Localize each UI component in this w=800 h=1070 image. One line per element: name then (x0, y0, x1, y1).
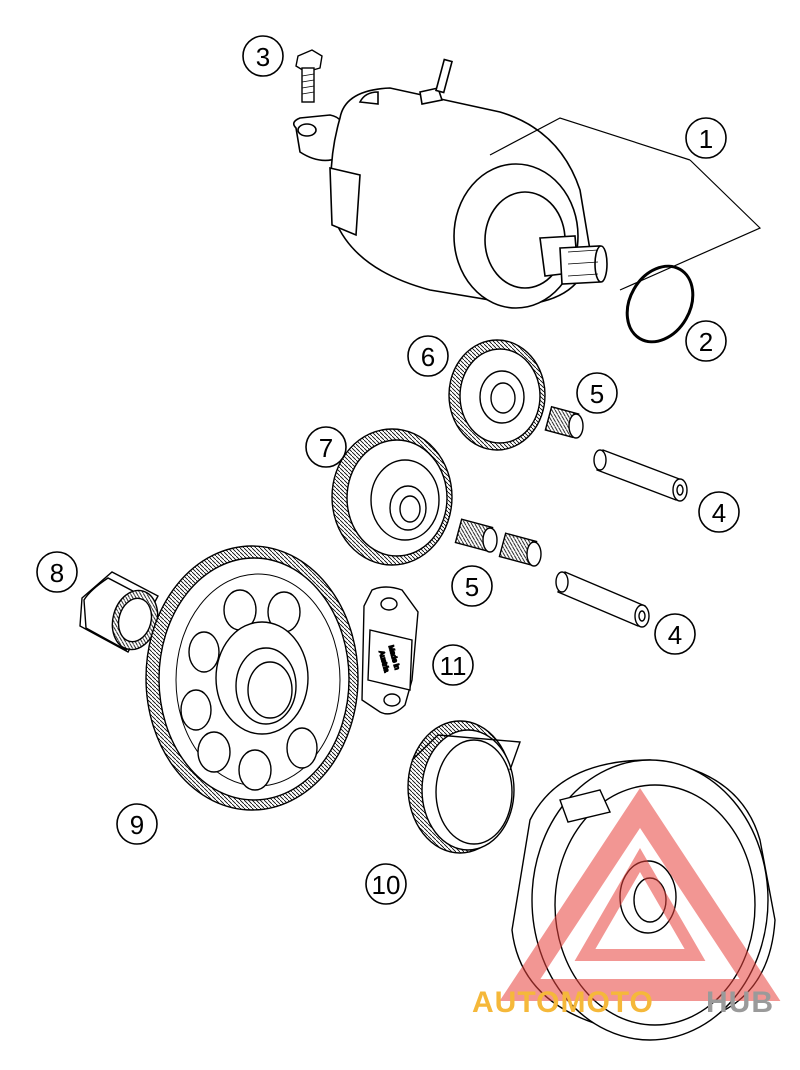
gear-shaft-upper (593, 449, 688, 502)
callout-2: 2 (685, 320, 727, 362)
triangle-logo-icon (499, 788, 781, 1001)
svg-text:6: 6 (421, 342, 435, 372)
callout-10: 10 (365, 863, 407, 905)
bolt (295, 49, 323, 103)
leader-line-1 (489, 117, 691, 161)
watermark-part2: HUB (706, 986, 774, 1019)
intermediate-gear-large (331, 428, 453, 566)
svg-text:9: 9 (130, 810, 144, 840)
svg-text:4: 4 (712, 498, 726, 528)
callout-5-lower: 5 (451, 565, 493, 607)
callout-4-lower: 4 (654, 613, 696, 655)
svg-text:4: 4 (668, 620, 682, 650)
freewheel (407, 720, 521, 854)
svg-text:7: 7 (319, 433, 333, 463)
needle-bearing-upper (544, 405, 584, 439)
callout-4-upper: 4 (698, 491, 740, 533)
callout-7: 7 (305, 426, 347, 468)
svg-text:1: 1 (699, 124, 713, 154)
leader-line-1b (619, 159, 762, 291)
retaining-clamp: Made in Austria (361, 586, 419, 715)
intermediate-gear-small (448, 339, 546, 451)
watermark-logo (499, 788, 781, 1001)
callout-1: 1 (685, 117, 727, 159)
watermark-text: AUTOMOTO HUB (472, 986, 774, 1019)
svg-text:11: 11 (440, 651, 467, 681)
svg-text:5: 5 (590, 379, 604, 409)
svg-text:8: 8 (50, 558, 64, 588)
needle-bearings-lower (454, 518, 542, 567)
starter-ring-gear (145, 545, 359, 811)
svg-text:3: 3 (256, 42, 270, 72)
callout-11: 11 (432, 644, 474, 686)
watermark-part1: AUTOMOTO (472, 986, 654, 1019)
svg-text:5: 5 (465, 572, 479, 602)
bearing-bushing (79, 571, 159, 653)
starter-motor (292, 58, 608, 309)
svg-text:2: 2 (699, 327, 713, 357)
callout-9: 9 (116, 803, 158, 845)
callout-8: 8 (36, 551, 78, 593)
callout-5-upper: 5 (576, 372, 618, 414)
o-ring (625, 264, 695, 344)
svg-text:10: 10 (372, 870, 401, 900)
gear-shaft-lower (555, 571, 650, 628)
callout-3: 3 (242, 35, 284, 77)
callout-6: 6 (407, 335, 449, 377)
